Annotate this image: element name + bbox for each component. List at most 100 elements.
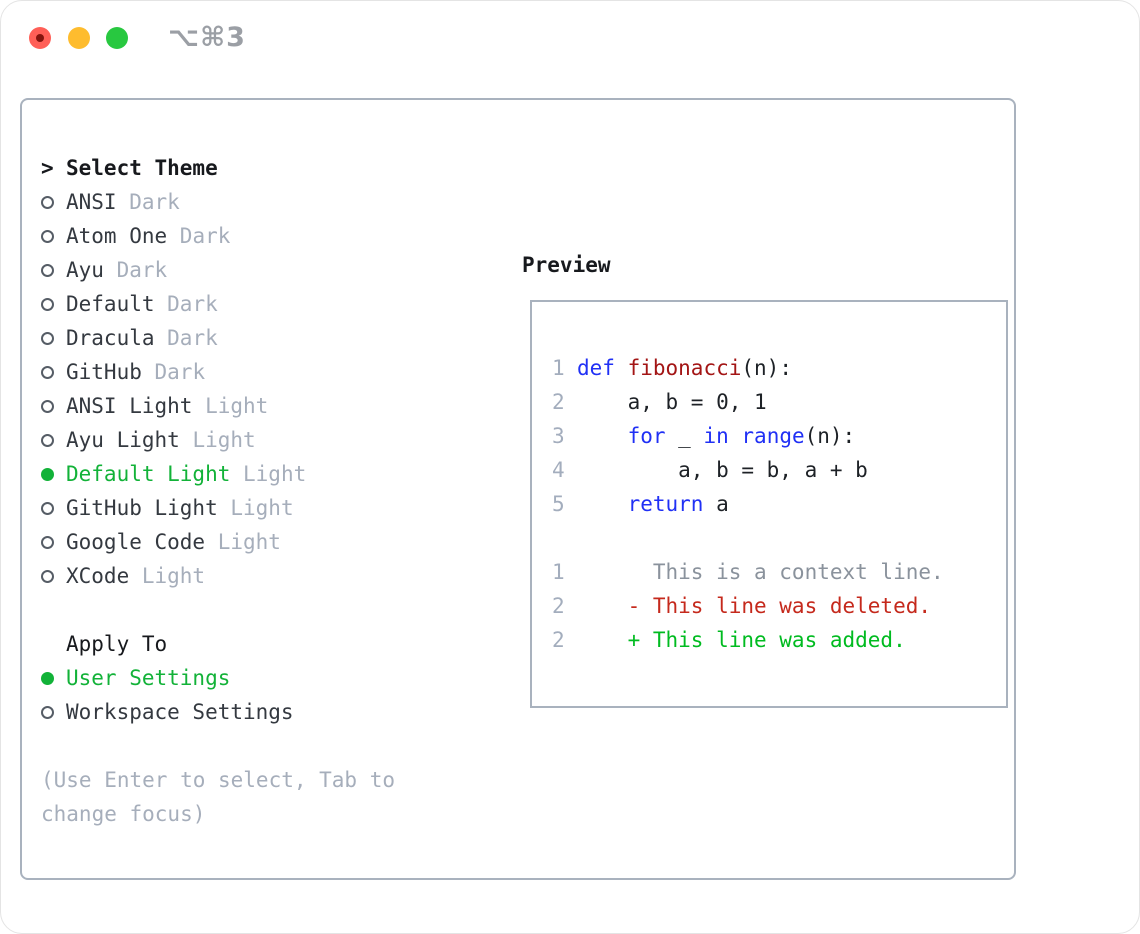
theme-option-ansi[interactable]: ANSI Dark [41, 185, 395, 219]
code-line: 3 for _ in range(n): [552, 419, 1006, 453]
radio-cell [41, 297, 66, 311]
theme-option-xcode[interactable]: XCode Light [41, 559, 395, 593]
theme-option-ansi-light[interactable]: ANSI Light Light [41, 389, 395, 423]
code-token: a [703, 492, 729, 516]
radio-cell [41, 195, 66, 209]
close-button[interactable] [29, 27, 51, 49]
code-token: range [741, 424, 805, 448]
code-token: return [627, 492, 704, 516]
theme-name-label: Atom One [66, 224, 180, 248]
line-number: 4 [552, 458, 565, 482]
radio-cell [41, 365, 66, 379]
theme-variant-label: Light [230, 496, 294, 520]
theme-name-label: Google Code [66, 530, 218, 554]
radio-selected-icon [41, 468, 54, 481]
theme-variant-label: Light [141, 564, 206, 588]
theme-name-label: Default [66, 292, 168, 316]
help-text: (Use Enter to select, Tab to change focus… [41, 763, 395, 831]
apply-to-title: Apply To [66, 632, 168, 656]
theme-name-label: GitHub [66, 360, 155, 384]
theme-variant-label: Light [192, 428, 256, 452]
code-token: _ [665, 424, 704, 448]
zoom-button[interactable] [106, 27, 128, 49]
theme-option-ayu-light[interactable]: Ayu Light Light [41, 423, 395, 457]
code-token: for [627, 424, 666, 448]
theme-variant-label: Light [243, 462, 307, 486]
radio-icon [41, 298, 54, 311]
radio-cell [41, 399, 66, 413]
code-token [615, 351, 628, 385]
code-token: in [703, 424, 729, 448]
diff-line-deleted: 2 - This line was deleted. [552, 589, 1006, 623]
theme-name-label: Default Light [66, 462, 244, 486]
code-token [729, 419, 742, 453]
apply-option-workspace-settings[interactable]: Workspace Settings [41, 695, 395, 729]
theme-option-github-light[interactable]: GitHub Light Light [41, 491, 395, 525]
code-token [577, 487, 628, 521]
select-theme-header: > Select Theme [41, 151, 395, 185]
theme-option-google-code[interactable]: Google Code Light [41, 525, 395, 559]
theme-name-label: XCode [66, 564, 142, 588]
window-title: ⌥⌘3 [168, 22, 246, 53]
theme-variant-label: Light [205, 394, 269, 418]
radio-cell [41, 263, 66, 277]
diff-text: + This line was added. [577, 628, 906, 652]
radio-cell [41, 501, 66, 515]
radio-icon [41, 366, 54, 379]
theme-option-default[interactable]: Default Dark [41, 287, 395, 321]
theme-option-dracula[interactable]: Dracula Dark [41, 321, 395, 355]
apply-option-user-settings[interactable]: User Settings [41, 661, 395, 695]
minimize-button[interactable] [68, 27, 90, 49]
radio-cell [41, 229, 66, 243]
theme-variant-label: Dark [179, 224, 231, 248]
radio-cell [41, 671, 66, 685]
theme-option-github[interactable]: GitHub Dark [41, 355, 395, 389]
theme-name-label: ANSI [66, 190, 130, 214]
theme-variant-label: Dark [167, 326, 218, 350]
radio-cell [41, 535, 66, 549]
theme-variant-label: Dark [116, 258, 168, 282]
theme-variant-label: Dark [167, 292, 218, 316]
code-token [577, 419, 628, 453]
apply-to-header: Apply To [41, 627, 395, 661]
theme-option-default-light[interactable]: Default Light Light [41, 457, 395, 491]
theme-name-label: Ayu Light [66, 428, 193, 452]
radio-cell [41, 467, 66, 481]
radio-icon [41, 230, 54, 243]
theme-option-atom-one[interactable]: Atom One Dark [41, 219, 395, 253]
code-token: a, b = b, a + b [577, 458, 868, 482]
line-number: 2 [552, 594, 565, 618]
spacer [552, 521, 1006, 555]
theme-variant-label: Light [217, 530, 281, 554]
radio-cell [41, 705, 66, 719]
code-line: 4 a, b = b, a + b [552, 453, 1006, 487]
theme-variant-label: Dark [129, 190, 180, 214]
radio-icon [41, 196, 54, 209]
line-number: 1 [552, 356, 565, 380]
radio-icon [41, 536, 54, 549]
help-text-line: (Use Enter to select, Tab to [41, 768, 396, 792]
theme-option-ayu[interactable]: Ayu Dark [41, 253, 395, 287]
diff-text: This is a context line. [577, 560, 944, 584]
radio-icon [41, 400, 54, 413]
line-number: 1 [552, 560, 565, 584]
code-token: a, b = 0, 1 [577, 390, 767, 414]
line-number: 2 [552, 390, 565, 414]
diff-line-context: 1 This is a context line. [552, 555, 1006, 589]
spacer [41, 593, 395, 627]
code-token: def [577, 356, 615, 380]
radio-icon [41, 706, 54, 719]
help-text-line: change focus) [41, 802, 206, 826]
theme-name-label: GitHub Light [66, 496, 231, 520]
radio-icon [41, 264, 54, 277]
theme-variant-label: Dark [154, 360, 206, 384]
diff-text: - This line was deleted. [577, 594, 932, 618]
prompt-marker: > [41, 156, 54, 180]
code-line: 5 return a [552, 487, 1006, 521]
radio-icon [41, 434, 54, 447]
